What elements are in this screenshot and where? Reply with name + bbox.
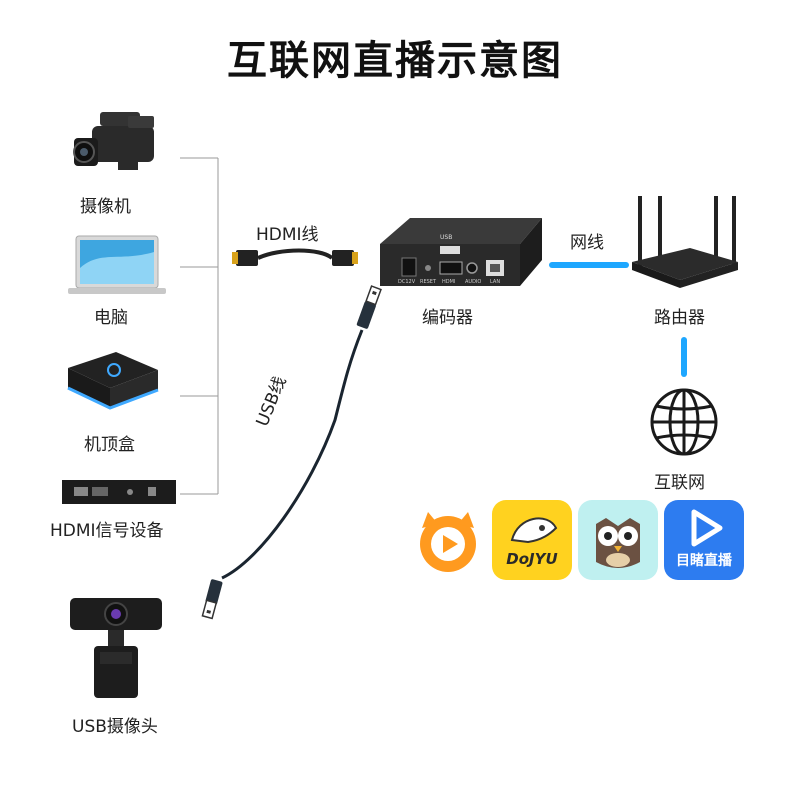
- laptop-label: 电脑: [94, 308, 128, 328]
- globe-icon: [650, 388, 718, 456]
- encoder-label: 编码器: [422, 308, 473, 328]
- settop-label: 机顶盒: [84, 435, 135, 455]
- douyu-app-icon: DoJYU: [492, 500, 572, 580]
- encoder-port-usb: USB: [440, 234, 453, 241]
- usb-cable: [201, 285, 382, 620]
- settop-box-icon: [67, 352, 159, 410]
- encoder-box-icon: [380, 218, 542, 286]
- encoder-port-lan: LAN: [490, 279, 501, 285]
- router-icon: [632, 196, 738, 288]
- hdmi-cable: [232, 248, 358, 266]
- hdmi-signal-device-icon: [62, 480, 176, 504]
- device-bracket: [180, 157, 219, 495]
- network-cable-label: 网线: [570, 233, 604, 253]
- webcam-icon: [70, 598, 162, 698]
- video-camera-icon: [73, 112, 154, 170]
- page-title: 互联网直播示意图: [227, 38, 563, 84]
- laptop-icon: [68, 235, 166, 294]
- internet-label: 互联网: [654, 473, 705, 493]
- owl-app-icon: [578, 500, 658, 580]
- encoder-port-audio: AUDIO: [465, 279, 482, 285]
- usb-camera-label: USB摄像头: [72, 717, 158, 737]
- live-app-icon: 目睹直播: [664, 500, 744, 580]
- live-app-text: 目睹直播: [676, 553, 732, 569]
- router-label: 路由器: [654, 308, 705, 328]
- hdmi-cable-label: HDMI线: [256, 225, 319, 245]
- encoder-port-reset: RESET: [420, 279, 437, 285]
- hdmi-device-label: HDMI信号设备: [50, 521, 164, 541]
- encoder-port-hdmi: HDMI: [442, 279, 456, 285]
- huya-app-icon: [408, 500, 488, 580]
- douyu-app-text: DoJYU: [506, 550, 558, 568]
- camera-label: 摄像机: [80, 197, 131, 217]
- encoder-port-dc: DC12V: [398, 279, 416, 285]
